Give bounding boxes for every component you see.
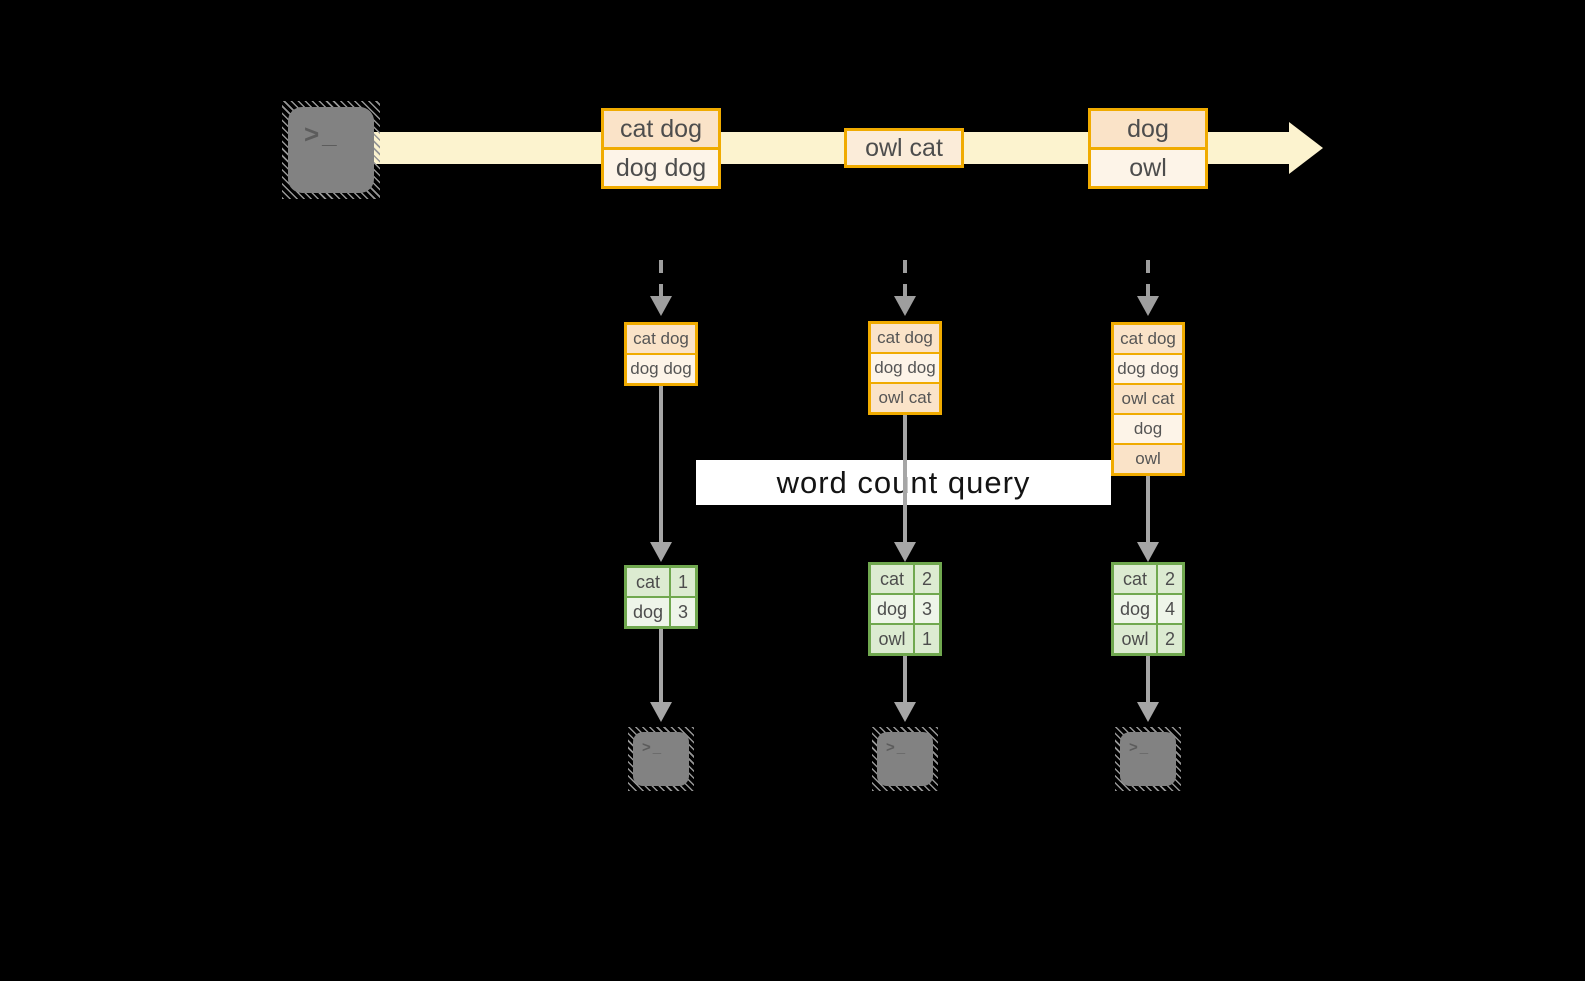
table-row: dog 3 — [871, 593, 939, 623]
output-arrowhead-icon — [894, 702, 916, 722]
terminal-window: >_ — [877, 732, 933, 786]
buffer-cell: cat dog — [627, 325, 695, 353]
word-cell: cat — [871, 565, 915, 593]
count-cell: 2 — [921, 569, 932, 589]
table-row: dog 3 — [627, 596, 695, 626]
ingest-arrowhead-icon — [894, 296, 916, 316]
table-row: dog 4 — [1114, 593, 1182, 623]
terminal-window: >_ — [1120, 732, 1176, 786]
buffer-cell: cat dog — [871, 324, 939, 352]
word-cell: owl — [871, 625, 915, 653]
output-terminal-icon: >_ — [1115, 727, 1181, 791]
record-cell: owl — [1091, 147, 1205, 186]
record-buffer: cat dog dog dog owl cat — [868, 321, 942, 415]
stream-record: cat dog dog dog — [601, 108, 721, 189]
query-arrowhead-icon — [1137, 542, 1159, 562]
record-cell: dog dog — [604, 147, 718, 186]
buffer-cell: owl — [1114, 443, 1182, 473]
stream-record: owl cat — [844, 128, 964, 168]
count-cell: 3 — [677, 602, 688, 622]
output-arrow — [1146, 656, 1150, 702]
terminal-prompt-icon: >_ — [1129, 739, 1151, 756]
word-cell: cat — [1114, 565, 1158, 593]
query-arrow — [1146, 476, 1150, 542]
output-arrow — [903, 656, 907, 702]
count-table: cat 1 dog 3 — [624, 565, 698, 629]
buffer-cell: cat dog — [1114, 325, 1182, 353]
word-cell: cat — [627, 568, 671, 596]
output-arrowhead-icon — [1137, 702, 1159, 722]
ingest-arrow — [1146, 260, 1150, 296]
query-arrow — [659, 386, 663, 542]
terminal-prompt-icon: >_ — [642, 739, 664, 756]
buffer-cell: dog — [1114, 413, 1182, 443]
table-row: cat 2 — [1114, 565, 1182, 593]
count-cell: 1 — [921, 629, 932, 649]
word-cell: dog — [871, 595, 915, 623]
terminal-window: >_ — [633, 732, 689, 786]
query-arrow — [903, 415, 907, 542]
terminal-prompt-icon: >_ — [304, 119, 340, 149]
count-cell: 2 — [1164, 629, 1175, 649]
count-table: cat 2 dog 4 owl 2 — [1111, 562, 1185, 656]
count-cell: 4 — [1164, 599, 1175, 619]
word-cell: dog — [627, 598, 671, 626]
output-arrowhead-icon — [650, 702, 672, 722]
ingest-arrowhead-icon — [1137, 296, 1159, 316]
count-table: cat 2 dog 3 owl 1 — [868, 562, 942, 656]
stream-arrowhead-icon — [1289, 122, 1323, 174]
ingest-arrowhead-icon — [650, 296, 672, 316]
table-row: owl 2 — [1114, 623, 1182, 653]
word-cell: owl — [1114, 625, 1158, 653]
word-cell: dog — [1114, 595, 1158, 623]
terminal-window: >_ — [288, 107, 374, 193]
output-terminal-icon: >_ — [872, 727, 938, 791]
buffer-cell: owl cat — [1114, 383, 1182, 413]
buffer-cell: dog dog — [871, 352, 939, 382]
ingest-arrow — [903, 260, 907, 296]
terminal-prompt-icon: >_ — [886, 739, 908, 756]
record-cell: dog — [1091, 111, 1205, 147]
table-row: cat 1 — [627, 568, 695, 596]
buffer-cell: dog dog — [627, 353, 695, 383]
source-terminal-icon: >_ — [282, 101, 380, 199]
table-row: cat 2 — [871, 565, 939, 593]
buffer-cell: dog dog — [1114, 353, 1182, 383]
query-arrowhead-icon — [650, 542, 672, 562]
record-buffer: cat dog dog dog owl cat dog owl — [1111, 322, 1185, 476]
buffer-cell: owl cat — [871, 382, 939, 412]
stream-record: dog owl — [1088, 108, 1208, 189]
query-arrowhead-icon — [894, 542, 916, 562]
table-row: owl 1 — [871, 623, 939, 653]
ingest-arrow — [659, 260, 663, 296]
record-buffer: cat dog dog dog — [624, 322, 698, 386]
count-cell: 2 — [1164, 569, 1175, 589]
record-cell: cat dog — [604, 111, 718, 147]
record-cell: owl cat — [847, 131, 961, 165]
output-arrow — [659, 629, 663, 702]
count-cell: 1 — [677, 572, 688, 592]
count-cell: 3 — [921, 599, 932, 619]
output-terminal-icon: >_ — [628, 727, 694, 791]
